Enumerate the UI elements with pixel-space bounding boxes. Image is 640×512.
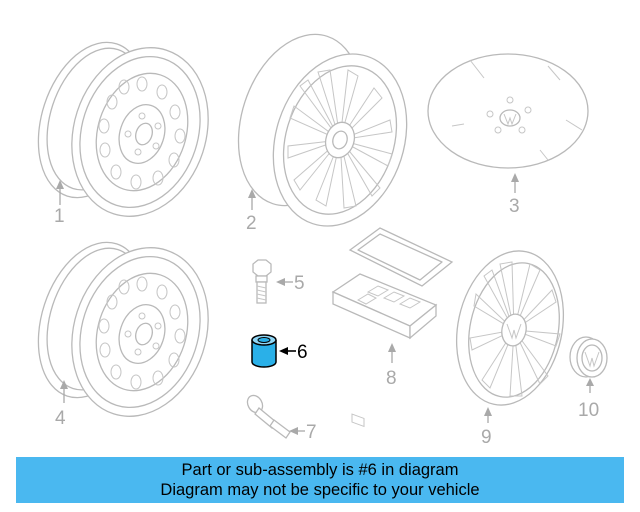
alloy-wheel-part-2[interactable]: 2 bbox=[218, 18, 428, 243]
callout-8: 8 bbox=[386, 368, 397, 389]
callout-1: 1 bbox=[54, 206, 65, 227]
callout-4: 4 bbox=[55, 408, 66, 429]
callout-5: 5 bbox=[294, 273, 305, 294]
steel-wheel-part-4[interactable]: 4 bbox=[19, 227, 230, 435]
center-cap-part-10[interactable]: 10 bbox=[569, 336, 608, 421]
wheel-bolt-part-5[interactable]: 5 bbox=[252, 259, 305, 304]
callout-9: 9 bbox=[481, 427, 492, 448]
callout-3: 3 bbox=[509, 196, 520, 217]
lock-kit-part-8[interactable]: 8 bbox=[331, 227, 454, 428]
wheel-trim-part-9[interactable]: 9 bbox=[443, 241, 577, 448]
parts-diagram: 1 2 bbox=[19, 18, 608, 448]
bolt-cap-part-6[interactable]: 6 bbox=[251, 334, 308, 368]
callout-6: 6 bbox=[297, 342, 308, 363]
notice-line-part: Part or sub-assembly is #6 in diagram bbox=[181, 461, 459, 479]
notice-line-disclaimer: Diagram may not be specific to your vehi… bbox=[160, 481, 480, 499]
valve-stem-part-7[interactable]: 7 bbox=[244, 393, 317, 443]
steel-wheel-part-1[interactable]: 1 bbox=[19, 27, 230, 235]
diagram-notice-banner: Part or sub-assembly is #6 in diagram Di… bbox=[16, 457, 624, 503]
hub-cover-part-3[interactable]: 3 bbox=[427, 53, 589, 217]
callout-10: 10 bbox=[578, 400, 599, 421]
callout-7: 7 bbox=[306, 422, 317, 443]
callout-2: 2 bbox=[246, 213, 257, 234]
